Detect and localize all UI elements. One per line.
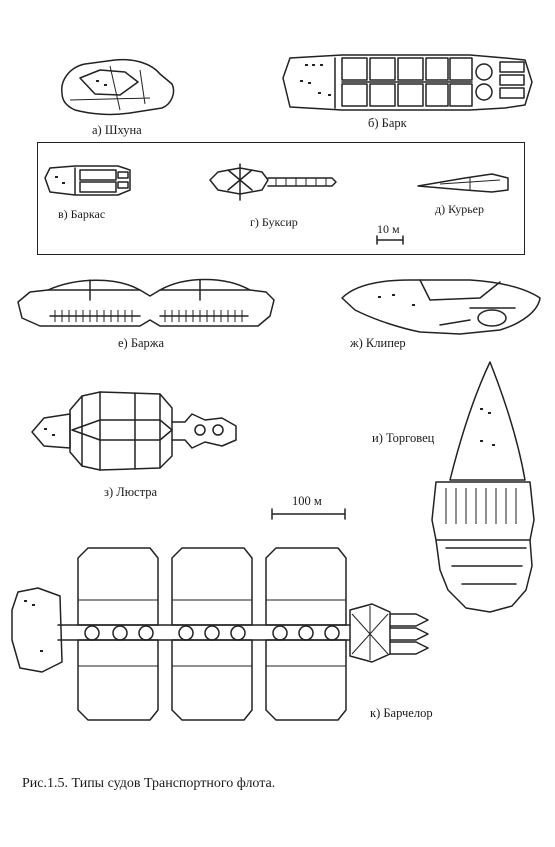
label-schooner: а) Шхуна xyxy=(92,123,142,137)
ship-barge xyxy=(17,278,275,327)
label-tug: г) Буксир xyxy=(250,215,298,229)
label-launch: в) Баркас xyxy=(58,207,106,221)
label-bark: б) Барк xyxy=(368,116,407,130)
label-chandelier: з) Люстра xyxy=(104,485,158,499)
small-ships-frame xyxy=(37,142,525,255)
label-barge: е) Баржа xyxy=(118,336,164,350)
label-courier: д) Курьер xyxy=(435,202,485,216)
scale-label-small: 10 м xyxy=(377,222,400,236)
ship-launch xyxy=(44,165,131,196)
ship-chandelier xyxy=(31,391,237,471)
scale-bar-small xyxy=(376,235,404,245)
label-clipper: ж) Клипер xyxy=(350,336,406,350)
ship-courier xyxy=(417,173,509,193)
ship-clipper xyxy=(341,279,541,335)
scale-label-large: 100 м xyxy=(292,494,322,508)
ship-schooner xyxy=(61,58,175,116)
ship-trader xyxy=(431,361,535,613)
ship-tug xyxy=(209,163,337,201)
ship-bachelor xyxy=(11,547,429,721)
label-trader: и) Торговец xyxy=(372,431,435,445)
figure-caption: Рис.1.5. Типы судов Транспортного флота. xyxy=(22,776,276,791)
ship-bark xyxy=(282,54,533,111)
label-bachelor: к) Барчелор xyxy=(370,706,433,720)
scale-bar-large xyxy=(271,508,346,520)
